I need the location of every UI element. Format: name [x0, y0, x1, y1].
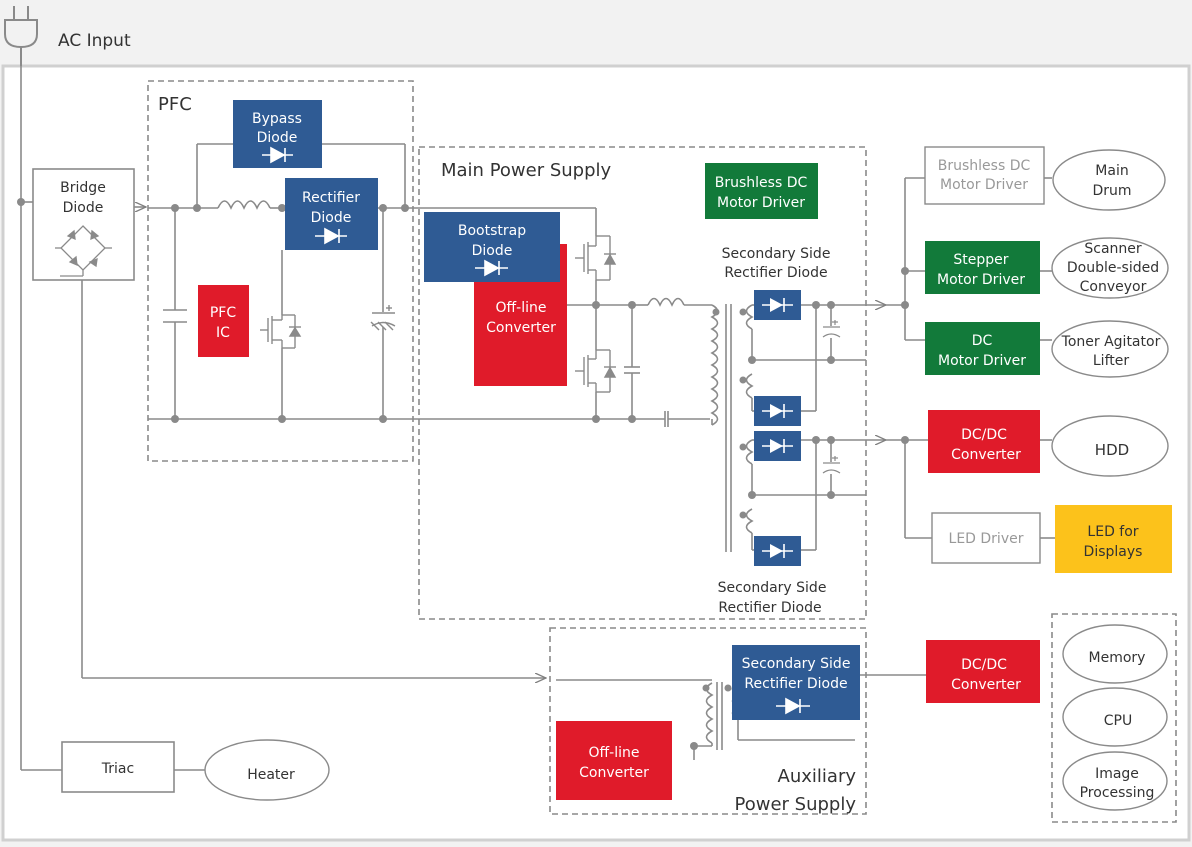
mosfet-high-side-icon: [575, 235, 617, 281]
pfc-ic-label-1: PFC: [210, 305, 236, 321]
pfc-rectifier-diode-label-1: Rectifier: [302, 190, 360, 206]
stepper-label-1: Stepper: [953, 252, 1008, 268]
bridge-diode-label-1: Bridge: [60, 180, 106, 196]
main-drum-ellipse: [1052, 149, 1166, 211]
dc-motor-label-2: Motor Driver: [938, 353, 1026, 369]
main-power-supply-group: [418, 146, 867, 620]
secondary-diode-block-4: [754, 536, 801, 566]
offline-converter-main-label-2: Converter: [486, 320, 556, 336]
diode-icon: [315, 227, 347, 245]
dcdc-main-label-2: Converter: [951, 447, 1021, 463]
secondary-rectifier-bottom-label-2: Rectifier Diode: [718, 600, 821, 616]
bridge-diode-box: [32, 168, 135, 281]
secondary-diode-block-1: [754, 290, 801, 320]
aux-dcdc-label-2: Converter: [951, 677, 1021, 693]
stepper-label-2: Motor Driver: [937, 272, 1025, 288]
pfc-bulk-capacitor-icon: [370, 305, 396, 331]
ac-input-label: AC Input: [58, 31, 131, 51]
pfc-ic-label-2: IC: [216, 325, 230, 341]
aux-secondary-rectifier-label-1: Secondary Side: [742, 656, 851, 672]
offline-converter-main-label-1: Off-line: [496, 300, 547, 316]
pfc-ic-block: [198, 285, 249, 357]
aux-offline-converter-label-2: Converter: [579, 765, 649, 781]
ac-plug-icon: [4, 6, 38, 66]
stepper-motor-driver-block: [925, 241, 1040, 294]
main-drum-label-1: Main: [1095, 163, 1128, 179]
junction-dots: [17, 198, 909, 750]
image-processing-ellipse: [1062, 751, 1168, 811]
processing-group: [1051, 613, 1177, 823]
toner-ellipse: [1051, 320, 1169, 378]
dc-motor-driver-block: [925, 322, 1040, 375]
toner-label-2: Lifter: [1093, 353, 1129, 369]
memory-ellipse: [1062, 624, 1168, 684]
image-processing-label-1: Image: [1095, 766, 1139, 782]
bldc-green-label-1: Brushless DC: [715, 175, 808, 191]
diode-icon: [776, 697, 810, 715]
scanner-label-3: Conveyor: [1080, 279, 1147, 295]
aux-title-2: Power Supply: [735, 794, 857, 815]
memory-label: Memory: [1089, 650, 1146, 666]
dcdc-main-block: [928, 410, 1040, 473]
led-displays-block: [1055, 505, 1172, 573]
aux-dcdc-block: [926, 640, 1040, 703]
cpu-ellipse: [1062, 687, 1168, 747]
bridge-diode-label-2: Diode: [63, 200, 104, 216]
hdd-label: HDD: [1095, 441, 1129, 459]
heater-ellipse: [204, 739, 330, 801]
bootstrap-diode-label-2: Diode: [472, 243, 513, 259]
secondary-rectifier-top-label-2: Rectifier Diode: [724, 265, 827, 281]
bldc-green-label-2: Motor Driver: [717, 195, 805, 211]
bldc-outline-label-2: Motor Driver: [940, 177, 1028, 193]
image-processing-label-2: Processing: [1080, 785, 1155, 801]
led-driver-box: [931, 512, 1041, 564]
scanner-ellipse: [1051, 237, 1169, 299]
pfc-title: PFC: [158, 94, 192, 115]
aux-offline-converter-block: [556, 721, 672, 800]
aux-secondary-rectifier-label-2: Rectifier Diode: [744, 676, 847, 692]
bldc-motor-driver-green-block: [705, 163, 818, 219]
mosfet-low-side-icon: [575, 349, 617, 393]
bridge-rectifier-icon: [55, 225, 112, 277]
aux-offline-converter-label-1: Off-line: [589, 745, 640, 761]
heater-label: Heater: [247, 767, 295, 783]
bypass-diode-label-1: Bypass: [252, 111, 302, 127]
triac-label: Triac: [101, 761, 134, 777]
bootstrap-diode-label-1: Bootstrap: [458, 223, 526, 239]
scanner-label-2: Double-sided: [1067, 260, 1159, 276]
secondary-capacitor-icon: [822, 320, 841, 474]
led-displays-label-2: Displays: [1084, 544, 1143, 560]
led-displays-label-1: LED for: [1087, 524, 1138, 540]
scanner-label-1: Scanner: [1084, 241, 1142, 257]
secondary-diode-block-2: [754, 396, 801, 426]
aux-dcdc-label-1: DC/DC: [961, 657, 1007, 673]
triac-box: [61, 741, 175, 793]
aux-power-supply-group: [549, 627, 867, 815]
bldc-outline-label-1: Brushless DC: [938, 158, 1031, 174]
main-drum-label-2: Drum: [1092, 183, 1131, 199]
led-driver-label: LED Driver: [949, 531, 1024, 547]
toner-label-1: Toner Agitator: [1061, 334, 1161, 350]
hdd-ellipse: [1051, 415, 1169, 477]
diode-icon: [262, 146, 293, 164]
bypass-diode-label-2: Diode: [257, 130, 298, 146]
pfc-rectifier-diode-label-2: Diode: [311, 210, 352, 226]
secondary-diode-block-3: [754, 431, 801, 461]
bldc-motor-driver-outline-box: [924, 146, 1045, 205]
secondary-rectifier-top-label-1: Secondary Side: [722, 246, 831, 262]
mosfet-icon: [260, 314, 302, 349]
pfc-group: [147, 80, 414, 462]
diode-icon: [475, 259, 508, 277]
dcdc-main-label-1: DC/DC: [961, 427, 1007, 443]
cpu-label: CPU: [1104, 713, 1132, 729]
aux-title-1: Auxiliary: [778, 766, 857, 787]
secondary-rectifier-bottom-label-1: Secondary Side: [718, 580, 827, 596]
dc-motor-label-1: DC: [972, 333, 993, 349]
main-power-supply-title: Main Power Supply: [441, 160, 612, 181]
